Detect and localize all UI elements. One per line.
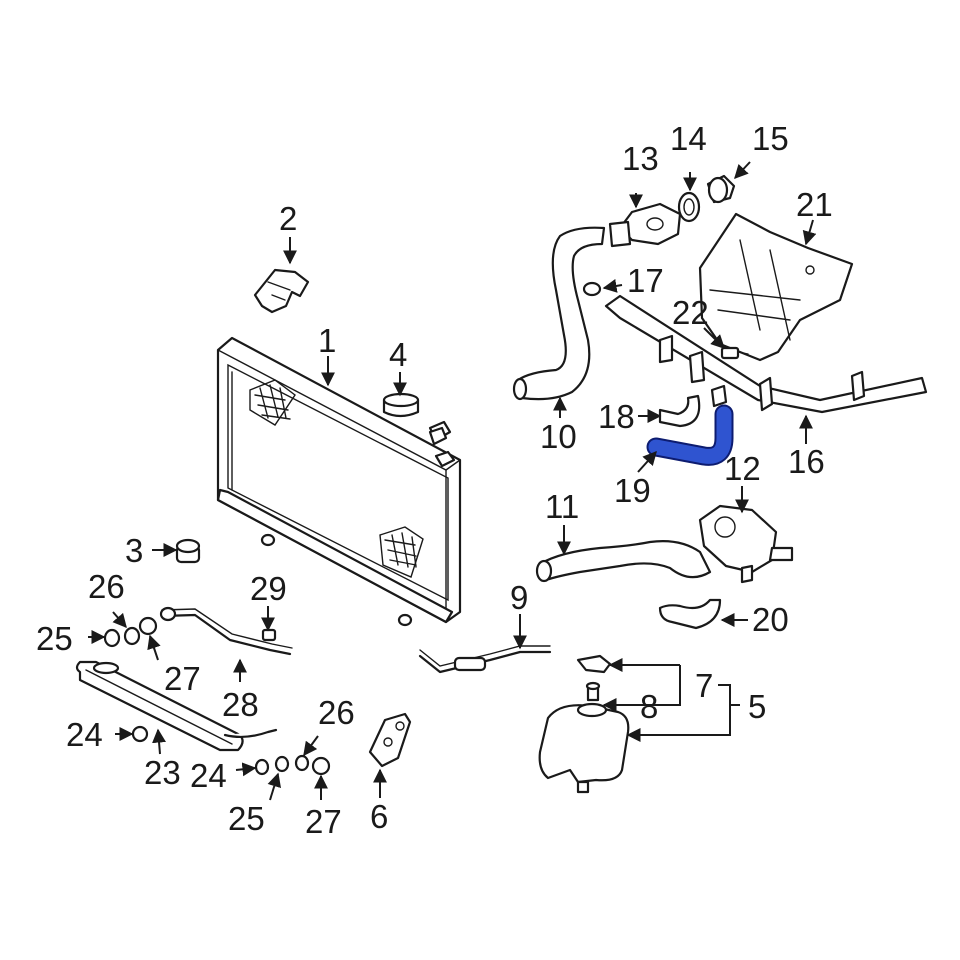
- callout-26-left: 26: [88, 568, 125, 605]
- reservoir-cap-assembly: [576, 654, 612, 702]
- callout-24-left: 24: [66, 716, 103, 753]
- thermostat-gasket: [677, 191, 701, 223]
- callout-18: 18: [598, 398, 635, 435]
- callout-19: 19: [614, 472, 651, 509]
- water-outlet: [698, 504, 794, 584]
- callout-13: 13: [622, 140, 659, 177]
- callout-15: 15: [752, 120, 789, 157]
- callout-21: 21: [796, 186, 833, 223]
- callout-26-bottom: 26: [318, 694, 355, 731]
- callout-29: 29: [250, 570, 287, 607]
- leader-lines: [88, 161, 817, 801]
- oil-cooler-line: [159, 606, 293, 656]
- upper-radiator-hose: [512, 226, 606, 401]
- callout-16: 16: [788, 443, 825, 480]
- water-pipe: [604, 294, 928, 414]
- callout-23: 23: [144, 754, 181, 791]
- callout-3: 3: [125, 532, 143, 569]
- callout-20: 20: [752, 601, 789, 638]
- callout-2: 2: [279, 200, 297, 237]
- callout-28: 28: [222, 686, 259, 723]
- callout-14: 14: [670, 120, 707, 157]
- callout-17: 17: [627, 262, 664, 299]
- callout-6: 6: [370, 798, 388, 835]
- heat-shield: [698, 212, 854, 362]
- callout-27-left: 27: [164, 660, 201, 697]
- callout-10: 10: [540, 418, 577, 455]
- callout-7: 7: [695, 667, 713, 704]
- o-ring: [582, 281, 602, 297]
- callout-11: 11: [545, 488, 579, 525]
- lower-radiator-hose: [535, 540, 712, 583]
- radiator: [216, 336, 462, 627]
- callout-labels: 1 2 3 4 5 6 7 8 9 10 11 12 13 14 15 16 1…: [36, 120, 833, 840]
- callout-25-bottom: 25: [228, 800, 265, 837]
- callout-12: 12: [724, 450, 761, 487]
- callout-27-bottom: 27: [305, 803, 342, 840]
- line-fitting: [261, 628, 277, 642]
- callout-25-left: 25: [36, 620, 73, 657]
- overflow-hose: [418, 645, 552, 674]
- lower-tank: [75, 660, 278, 752]
- fastener-group-lower: [254, 754, 331, 776]
- callout-9: 9: [510, 579, 528, 616]
- highlighted-hose-19: [646, 404, 734, 466]
- thermostat: [706, 174, 736, 204]
- reservoir-bracket: [368, 712, 412, 768]
- callout-5: 5: [748, 688, 766, 725]
- callout-22: 22: [672, 294, 709, 331]
- upper-mount-bracket: [253, 268, 310, 314]
- thermostat-housing: [608, 202, 682, 248]
- callout-4: 4: [389, 336, 407, 373]
- coolant-reservoir: [538, 702, 630, 794]
- callout-24-bottom: 24: [190, 757, 227, 794]
- callout-1: 1: [318, 322, 336, 359]
- bypass-hose-20: [658, 598, 722, 630]
- grommet: [175, 538, 201, 564]
- bypass-hose-18: [658, 394, 701, 428]
- radiator-cap: [382, 392, 448, 446]
- callout-8: 8: [640, 688, 658, 725]
- shield-bolt: [720, 346, 749, 360]
